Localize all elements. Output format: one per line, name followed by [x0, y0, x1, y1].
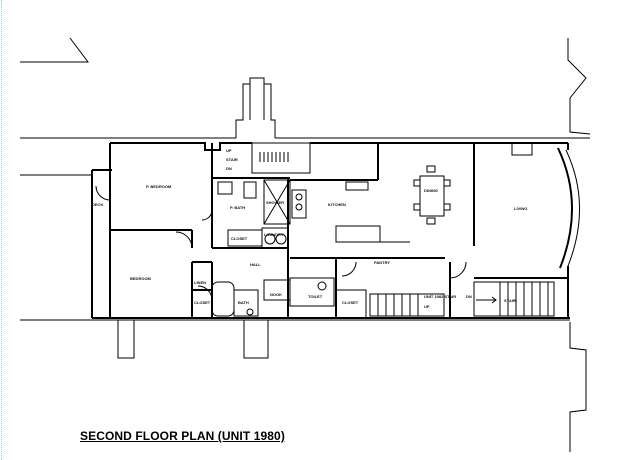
- door-swing-pbath: [201, 209, 213, 221]
- label-laundry: LAUNDRY: [264, 232, 284, 237]
- nook-box: [263, 279, 291, 301]
- chair: [426, 217, 436, 225]
- chair: [413, 179, 421, 187]
- bay-window-top: [235, 77, 276, 138]
- label-deck: DECK: [92, 202, 103, 207]
- label-bedroom: BEDROOM: [130, 276, 152, 281]
- label-up-top: UP: [226, 148, 232, 153]
- neighbor-outline-bottom: [569, 322, 587, 452]
- burner: [295, 203, 303, 211]
- label-kitchen: KITCHEN: [328, 202, 346, 207]
- shower-stall: [263, 179, 291, 225]
- stair-top-treads: [259, 152, 289, 162]
- bath-room-box: [233, 289, 259, 317]
- living-bay-window-outer: [565, 149, 580, 267]
- toilet-bowl: [317, 281, 327, 291]
- chair: [443, 203, 451, 211]
- label-stair-bottom: STAIR: [504, 298, 516, 303]
- door-swing-bedroom: [175, 231, 193, 249]
- label-nook: NOOK: [270, 292, 282, 297]
- shower-diagonal: [263, 179, 291, 225]
- label-hall: HALL: [250, 262, 261, 267]
- room-labels: DECK P. BEDROOM P. BATH UP STAIR DN SHOW…: [92, 148, 527, 309]
- kitchen-counter: [335, 232, 410, 243]
- plan-title: SECOND FLOOR PLAN (UNIT 1980): [80, 429, 285, 443]
- label-shower: SHOWER: [266, 200, 284, 205]
- range-fixture: [291, 189, 307, 219]
- label-linen: LINEN: [194, 280, 206, 285]
- label-toilet: TOILET: [308, 294, 323, 299]
- label-dn-top: DN: [226, 166, 232, 171]
- bump-bottom-left: [117, 320, 135, 359]
- sink-fixture: [217, 181, 233, 195]
- kitchen-island: [335, 225, 381, 243]
- door-swing-pantry: [341, 261, 357, 277]
- label-stair-top: STAIR: [226, 157, 238, 162]
- label-pantry: PANTRY: [374, 260, 390, 265]
- label-closet-left: CLOSET: [194, 300, 211, 305]
- door-swing-closet: [197, 285, 213, 301]
- north-arrow-outline: [20, 37, 89, 63]
- bump-bottom-mid: [243, 320, 269, 359]
- label-closet-upper: CLOSET: [231, 236, 248, 241]
- label-bath: BATH: [238, 300, 249, 305]
- toilet-fixture: [243, 181, 257, 199]
- dryer-icon: [275, 233, 287, 245]
- label-closet-mid: CLOSET: [342, 300, 359, 305]
- chair: [426, 165, 436, 173]
- sheet-edge-marker: [1, 0, 2, 460]
- label-unit-stair: UNIT 1982 STAIR: [424, 294, 456, 299]
- stair-arrowhead: [491, 296, 497, 304]
- label-dining: DINING: [424, 188, 438, 193]
- living-bay-window: [557, 147, 573, 269]
- chair: [413, 203, 421, 211]
- stair-top-block: [251, 142, 311, 174]
- label-p-bath: P. BATH: [230, 205, 245, 210]
- chair: [443, 179, 451, 187]
- burner: [295, 193, 303, 201]
- laundry-box: [261, 227, 289, 249]
- toilet-room: [289, 277, 335, 307]
- label-up-bottom: UP: [424, 304, 430, 309]
- dining-table: [419, 175, 445, 217]
- label-dn-bottom: DN: [466, 294, 472, 299]
- bathtub: [211, 281, 235, 317]
- label-p-bedroom: P. BEDROOM: [146, 184, 172, 189]
- fireplace: [511, 142, 533, 156]
- door-swing-deck: [95, 185, 111, 201]
- washer-icon: [264, 233, 276, 245]
- stair-bottom-block: [473, 281, 555, 317]
- stair-bottom-treads: [499, 282, 549, 316]
- bath-sink: [246, 308, 254, 316]
- label-living: LIVING: [514, 206, 527, 211]
- unit-stair-treads: [377, 294, 419, 316]
- neighbor-outline-top: [567, 38, 591, 135]
- door-swing-stair: [449, 261, 467, 279]
- unit-stair-block: [369, 293, 445, 317]
- kitchen-sink: [345, 181, 369, 191]
